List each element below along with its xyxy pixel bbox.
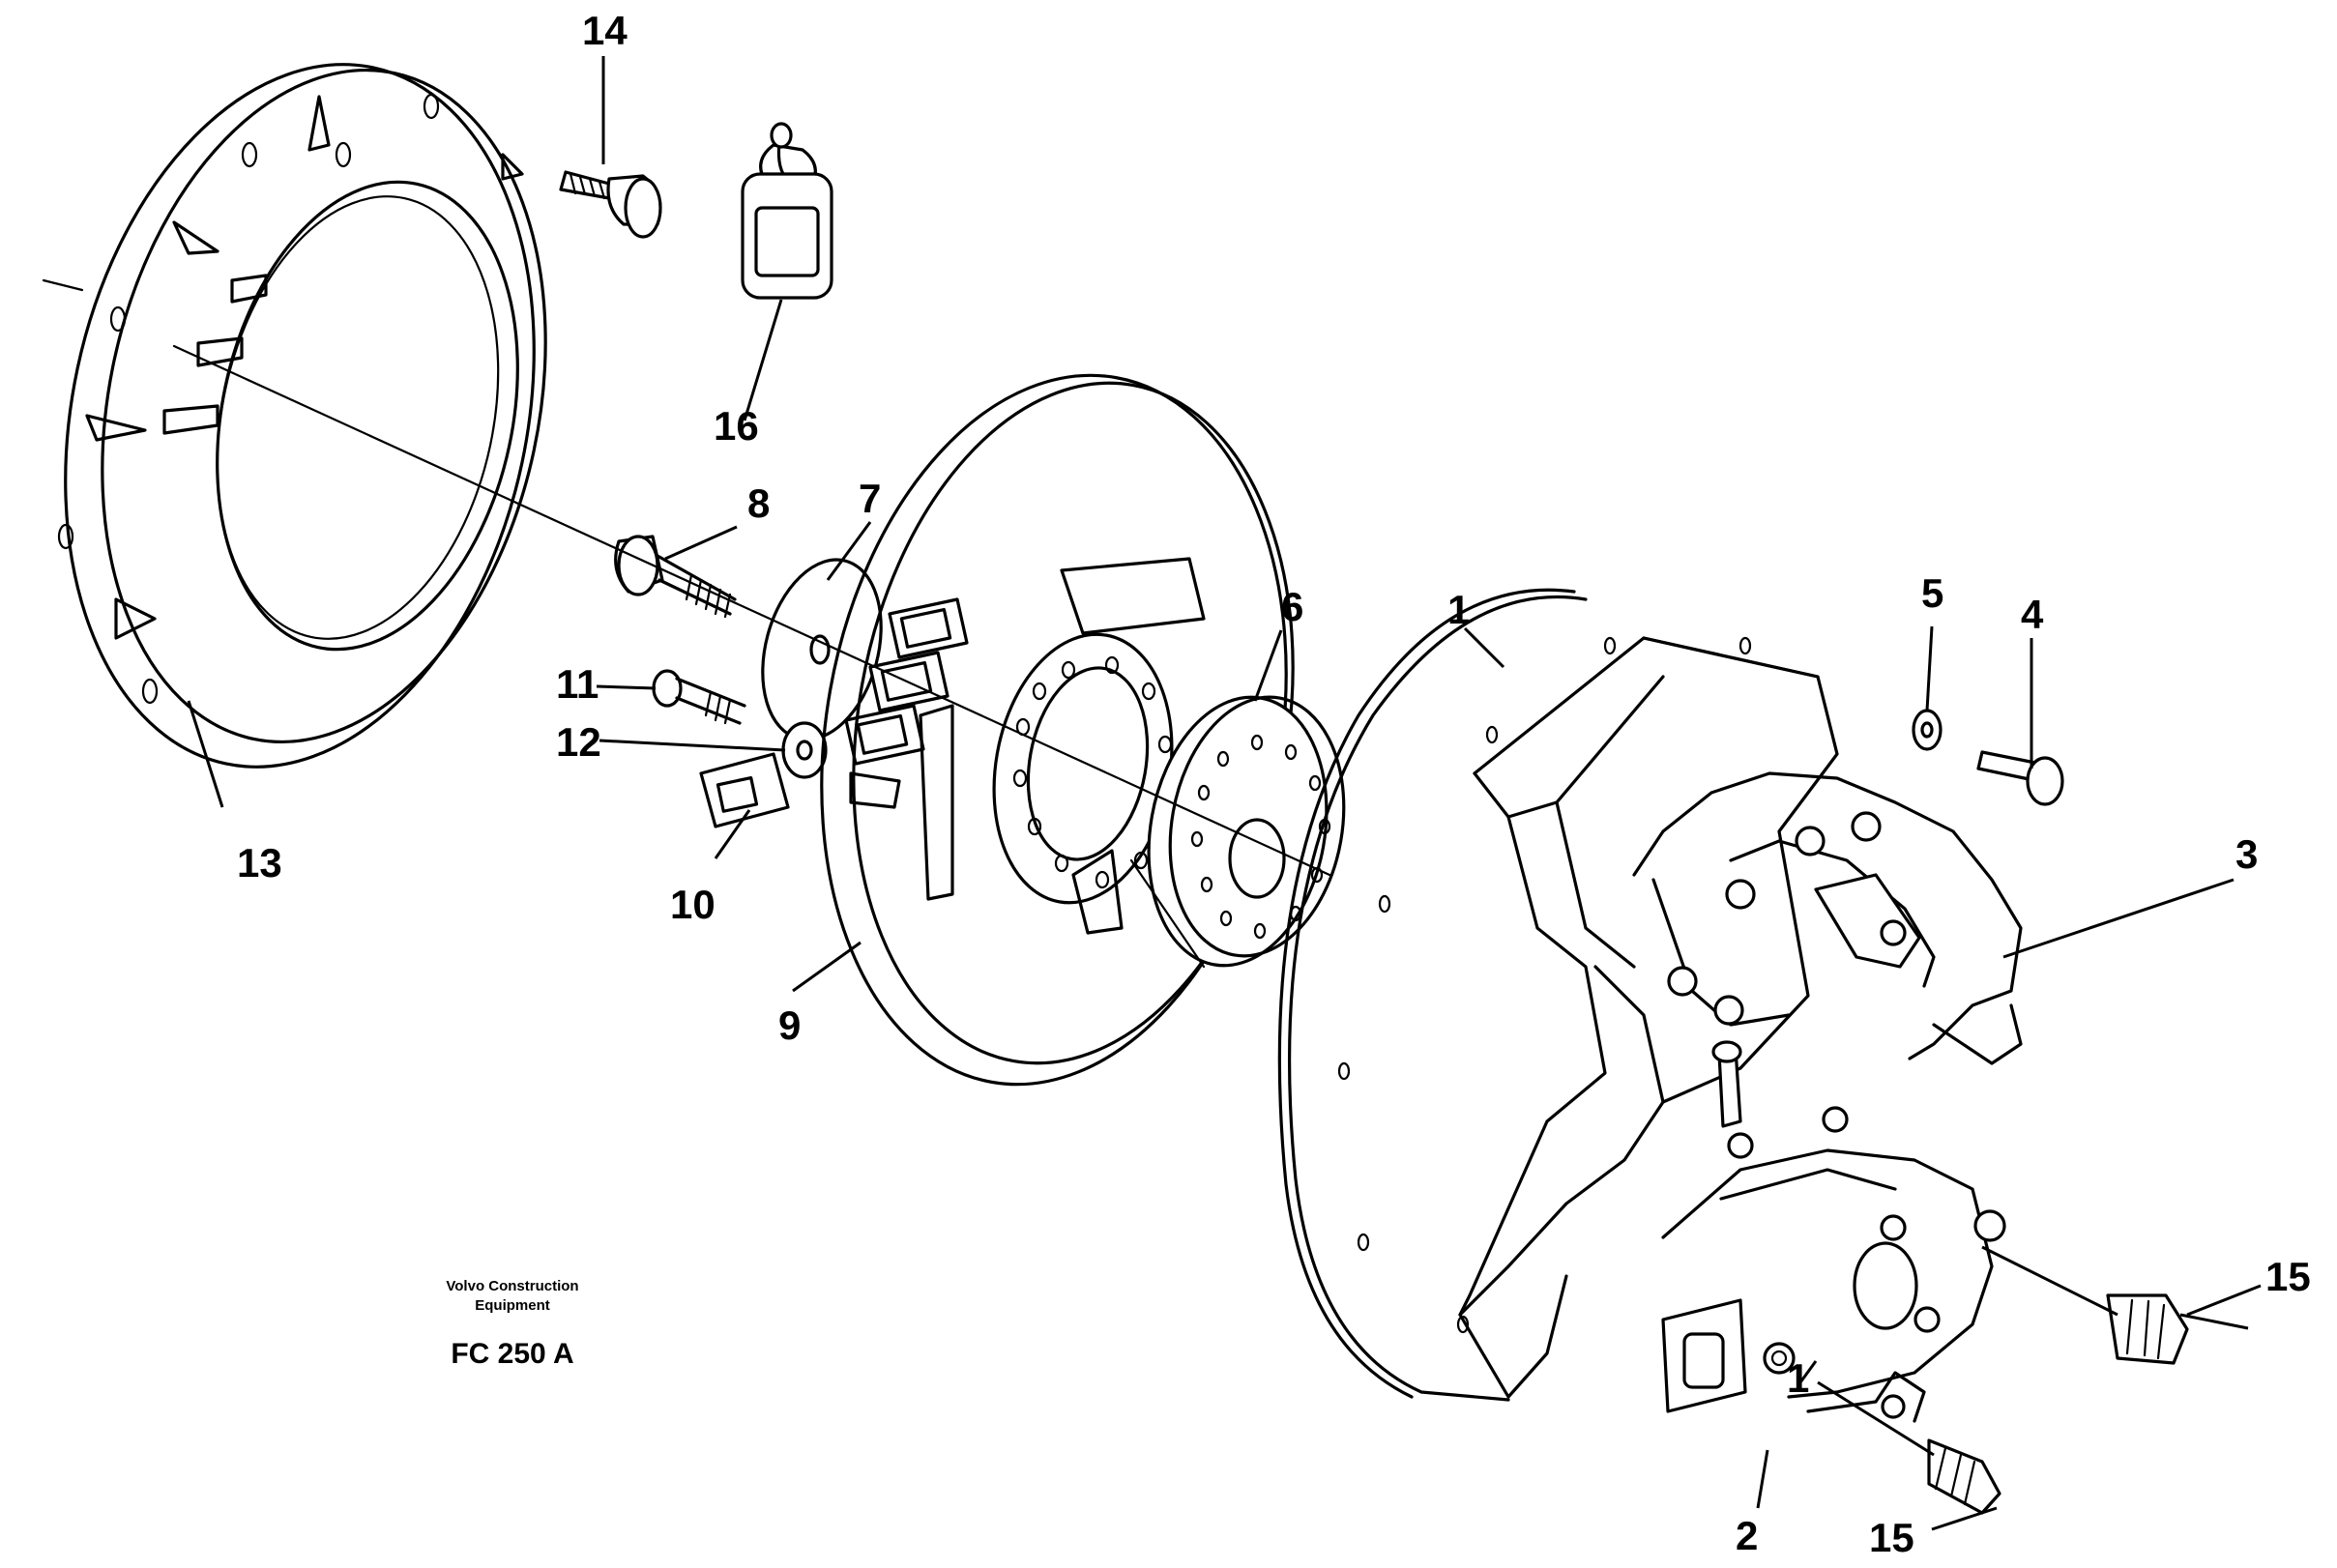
washer-5 <box>1912 709 1943 751</box>
publisher-line-1: Volvo Construction <box>446 1278 578 1294</box>
leader-1-main <box>1463 626 1505 669</box>
callout-15-bottom: 15 <box>1869 1515 1914 1560</box>
axis-15-bottom <box>1817 1380 1935 1457</box>
callout-12: 12 <box>556 719 601 765</box>
leader-13 <box>187 700 224 808</box>
fitting-15-right <box>2106 1293 2189 1365</box>
leader-6 <box>1253 629 1283 702</box>
bolt-4 <box>1976 750 2064 806</box>
callout-2: 2 <box>1736 1513 1758 1558</box>
callout-14: 14 <box>582 8 628 53</box>
pump-gearbox-assembly-1 <box>1277 588 2023 1423</box>
leader-7 <box>826 521 872 581</box>
callout-labels: 14 16 8 7 11 12 10 9 13 6 1 5 4 3 15 15 … <box>237 8 2311 1560</box>
publisher-line-2: Equipment <box>475 1297 550 1314</box>
leader-11 <box>596 684 657 690</box>
leader-8 <box>664 525 738 561</box>
leader-10 <box>714 809 751 859</box>
callout-1-fitting: 1 <box>1787 1355 1809 1401</box>
callout-11: 11 <box>556 661 599 707</box>
leader-5 <box>1925 625 1934 711</box>
callout-7: 7 <box>859 476 881 521</box>
callout-10: 10 <box>670 882 716 927</box>
axis-15-right-ext <box>2179 1313 2249 1330</box>
callout-16: 16 <box>714 403 759 449</box>
callout-13: 13 <box>237 840 282 886</box>
leader-15-bottom <box>1931 1506 1998 1531</box>
leader-15-right <box>2186 1284 2262 1317</box>
bolt-14 <box>559 170 662 239</box>
coupling-flange-6 <box>1147 695 1346 968</box>
flywheel-housing-13 <box>42 63 547 769</box>
adhesive-bottle-16 <box>741 122 833 300</box>
leader-2 <box>1756 1449 1769 1509</box>
figure-code: FC 250 A <box>451 1338 573 1370</box>
fitting-15-bottom <box>1927 1438 2001 1515</box>
leader-lines <box>187 56 2262 1531</box>
rubber-elements-10 <box>699 597 969 828</box>
callout-5: 5 <box>1921 570 1943 616</box>
callout-3: 3 <box>2235 831 2258 877</box>
washer-12 <box>781 721 828 779</box>
leader-1-fitting <box>1798 1360 1818 1383</box>
callout-9: 9 <box>778 1002 801 1048</box>
bolt-11 <box>652 669 746 725</box>
callout-15-right: 15 <box>2265 1254 2311 1299</box>
callout-6: 6 <box>1281 584 1303 629</box>
leader-9 <box>792 941 862 993</box>
axis-15-right <box>1981 1245 2118 1317</box>
leader-12 <box>599 739 786 752</box>
axis-dash <box>1129 858 1206 969</box>
callout-8: 8 <box>747 480 770 526</box>
leader-3 <box>2002 878 2235 959</box>
bolt-8 <box>614 535 737 619</box>
callout-1-main: 1 <box>1447 587 1470 632</box>
assembly-axis-line <box>172 344 1331 877</box>
credit-block: Volvo Construction Equipment FC 250 A <box>446 1278 578 1370</box>
callout-4: 4 <box>2021 592 2044 637</box>
leader-16 <box>743 299 783 421</box>
